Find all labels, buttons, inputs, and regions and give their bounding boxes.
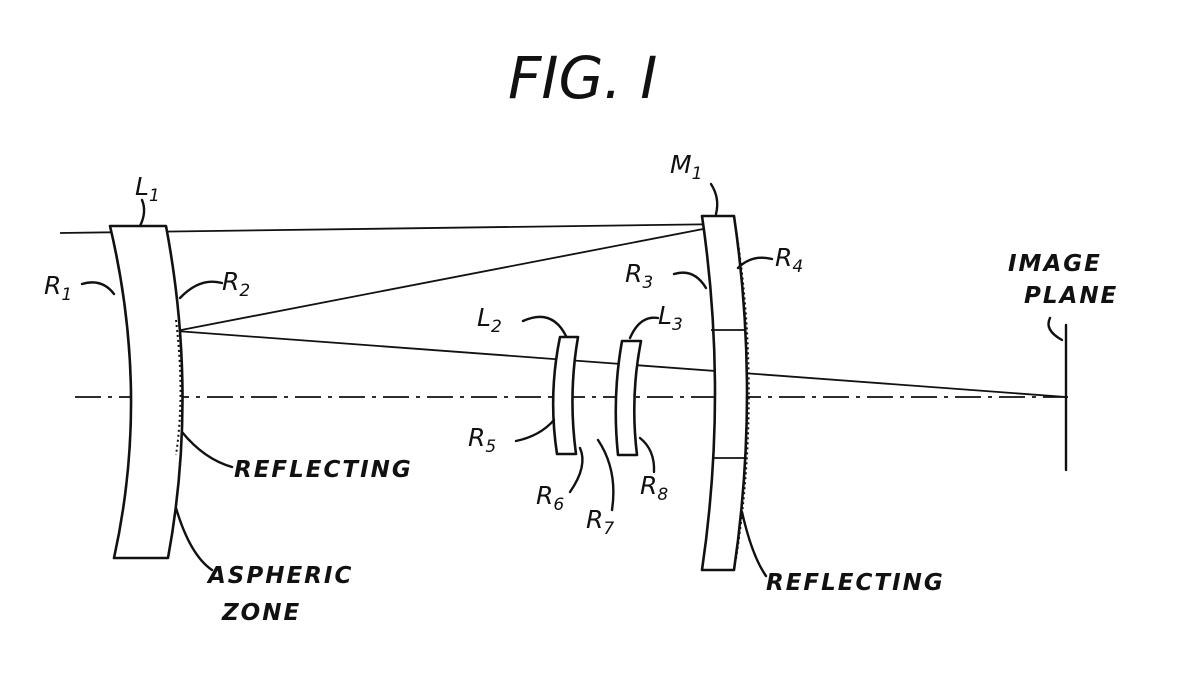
label-r3: R3 [625,259,653,293]
leader-r7 [596,438,615,512]
leader-l1 [138,198,146,228]
incoming-ray [59,223,730,234]
leader-r3 [672,271,708,290]
leader-image-plane [1047,316,1064,342]
leader-m1 [709,182,719,216]
lens-l1 [108,224,184,560]
leader-reflecting-right [740,510,768,578]
annotation-plane: PLANE [1024,283,1118,309]
leader-r1 [80,281,116,296]
leader-aspheric-zone [174,506,214,572]
mirror-m1 [700,214,749,572]
annotation-reflecting-left: REFLECTING [234,457,413,483]
reflecting-coating-m1 [735,227,750,561]
ray-to-mirror [175,223,730,332]
leader-r2 [178,280,224,300]
leader-l3 [628,316,660,340]
lens-l2 [551,335,580,456]
leader-l2 [521,315,568,338]
leader-r5 [514,418,556,443]
label-r8: R8 [640,471,668,505]
reflecting-coating-l1 [175,319,182,456]
annotation-zone: ZONE [221,600,301,626]
label-l1: L1 [135,172,160,206]
annotation-image: IMAGE [1008,251,1102,277]
annotation-aspheric: ASPHERIC [206,563,353,589]
figure-title: FIG. I [508,44,657,112]
lens-l3 [614,339,643,457]
label-r7: R7 [586,505,614,539]
label-r2: R2 [222,267,250,301]
label-r1: R1 [44,271,72,305]
leader-r6 [568,446,584,494]
annotation-reflecting-right: REFLECTING [766,570,945,596]
leader-r4 [736,256,774,270]
label-l2: L2 [477,303,502,337]
label-r6: R6 [536,481,564,515]
label-l3: L3 [658,301,683,335]
label-r5: R5 [468,423,496,457]
label-m1: M1 [670,150,702,184]
label-r4: R4 [775,243,803,277]
leader-r8 [638,436,656,474]
leader-reflecting-left [180,430,234,469]
